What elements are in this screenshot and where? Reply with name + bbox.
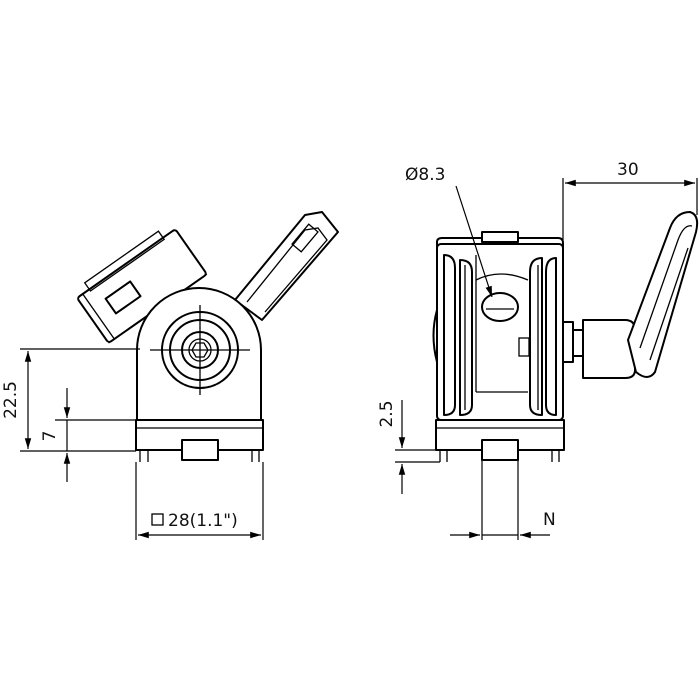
clamp-lever-right <box>562 211 699 379</box>
left-view: 22.5 7 28(1.1") <box>1 211 339 540</box>
dim-label-28: 28(1.1") <box>168 511 238 531</box>
dim-height-total: 22.5 <box>1 348 140 452</box>
dim-label-hole: Ø8.3 <box>405 165 445 185</box>
bore-hole <box>481 292 519 322</box>
dim-label-7: 7 <box>40 431 60 442</box>
lever-arm-left <box>234 211 339 321</box>
joint-body-left <box>136 287 262 421</box>
base-plate-right <box>435 419 565 462</box>
dim-width-square: 28(1.1") <box>135 462 264 540</box>
dim-label-22-5: 22.5 <box>1 381 21 419</box>
dim-label-2-5: 2.5 <box>377 400 397 427</box>
dim-label-30: 30 <box>617 160 639 180</box>
dim-hole-diameter: Ø8.3 <box>405 165 493 298</box>
joint-body-right <box>432 243 564 421</box>
dim-foot-height: 2.5 <box>377 400 440 494</box>
dim-height-base: 7 <box>40 388 136 482</box>
base-plate-left <box>135 419 264 462</box>
dim-slot-width: N <box>450 460 556 540</box>
square-section-icon <box>151 513 164 526</box>
dim-label-n: N <box>543 510 556 530</box>
right-view: Ø8.3 30 <box>377 160 699 540</box>
dim-lever-offset: 30 <box>562 160 698 240</box>
